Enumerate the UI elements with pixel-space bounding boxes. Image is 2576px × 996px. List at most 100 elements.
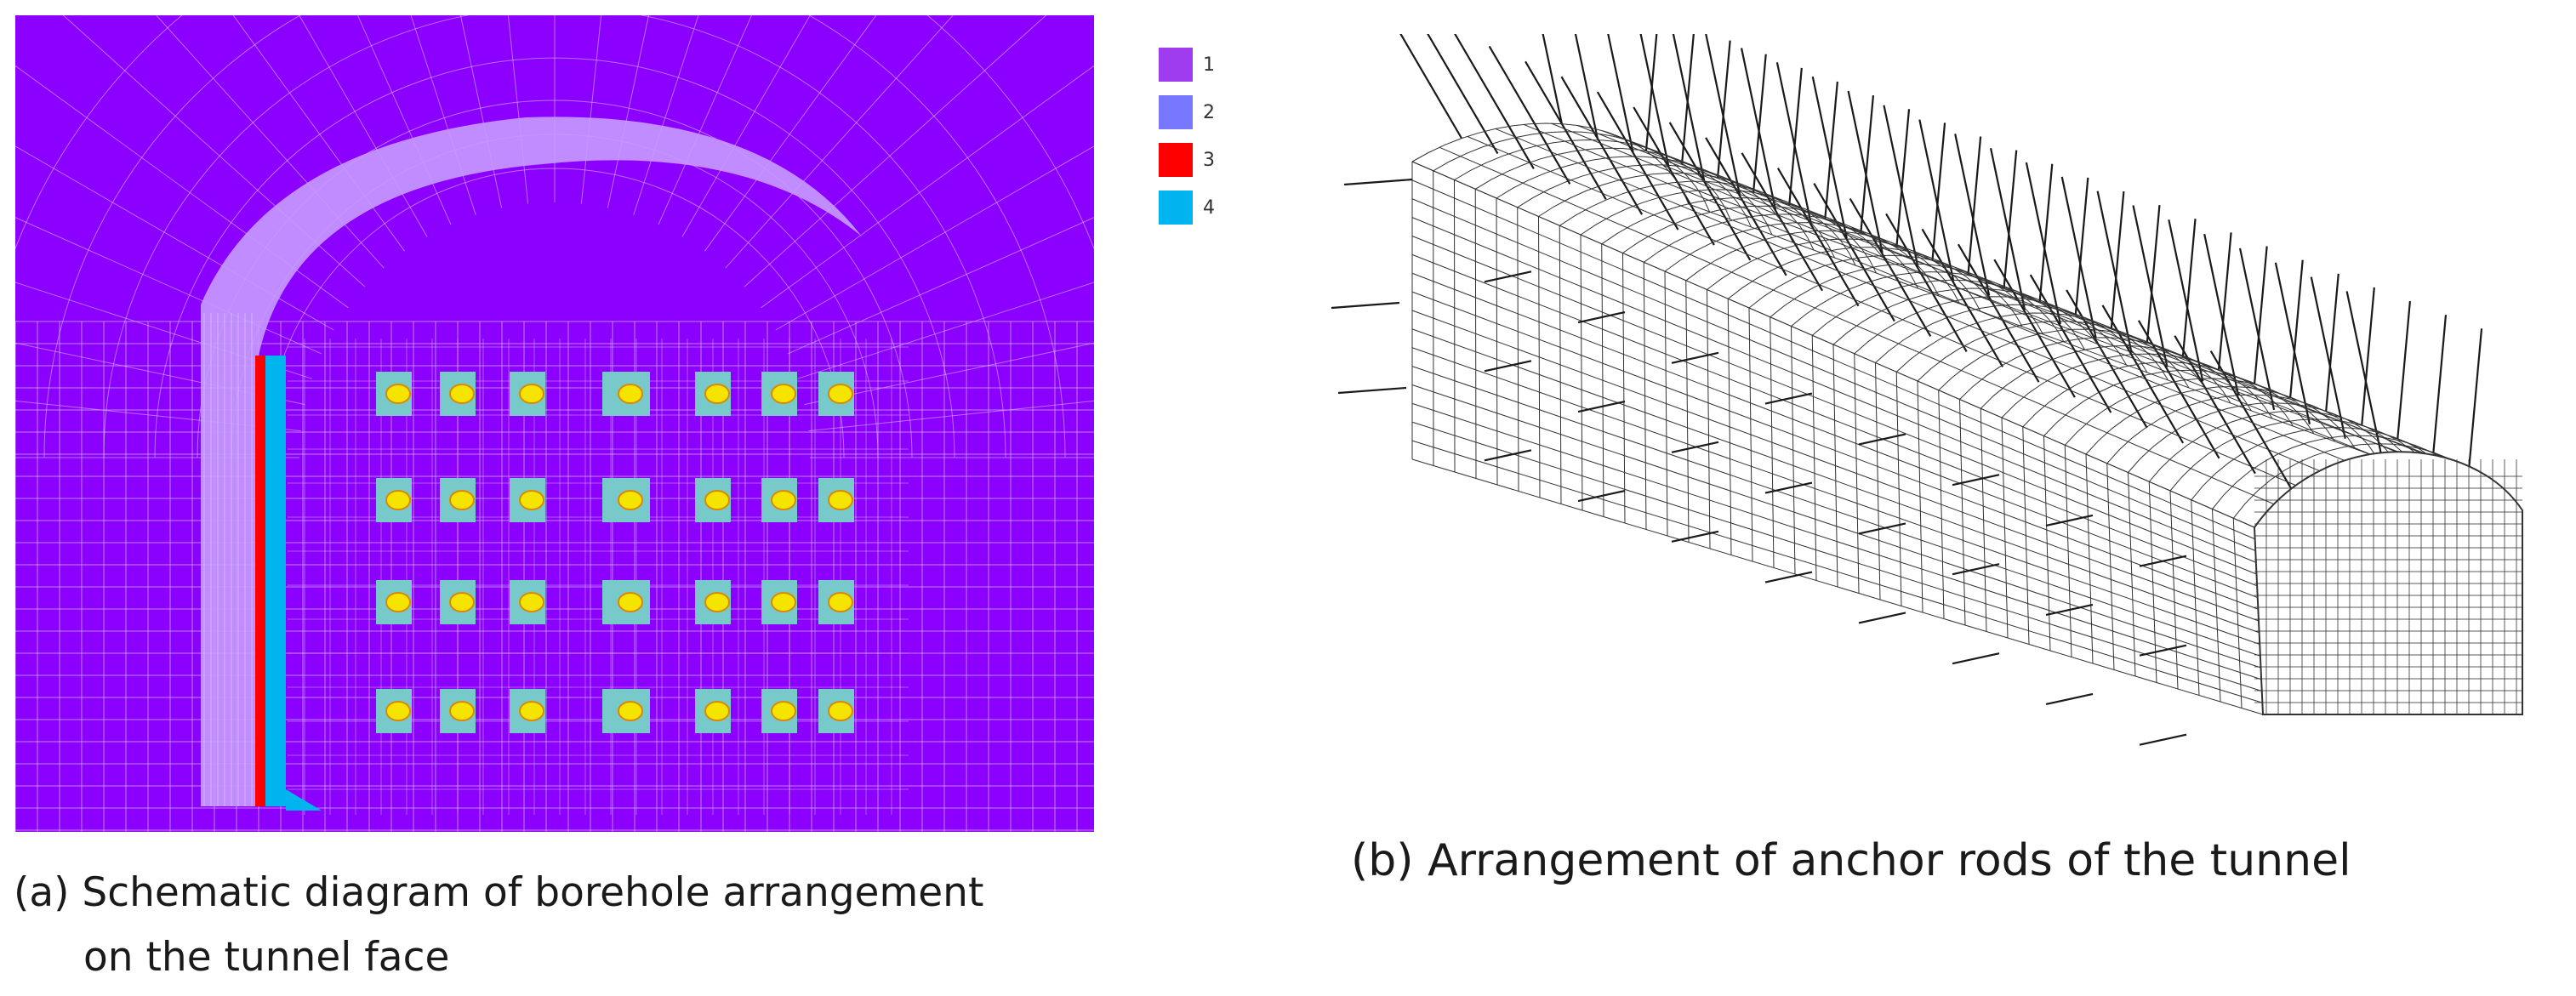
anchor-rod <box>1954 134 1991 296</box>
anchor-rod <box>1824 81 1838 220</box>
anchor-rod <box>1764 392 1813 405</box>
anchor-rod <box>1671 441 1719 453</box>
charge-hole <box>771 701 796 721</box>
anchor-rod <box>1525 60 1607 200</box>
anchor-rod <box>2432 315 2448 453</box>
anchor-rod <box>2025 162 2061 325</box>
anchor-rod <box>1775 62 1812 225</box>
charge-hole <box>449 384 475 404</box>
anchor-rod <box>2038 163 2054 302</box>
anchor-rod <box>1484 270 1532 283</box>
anchor-rod <box>1811 76 1848 239</box>
anchor-rod <box>2139 733 2187 746</box>
red-strip <box>255 356 265 806</box>
anchor-rod <box>1931 122 1946 261</box>
legend-item-2: 2 <box>1159 88 1215 136</box>
anchor-rod <box>1639 34 1670 168</box>
charge-hole <box>385 490 411 510</box>
anchor-rod <box>2289 259 2304 398</box>
anchor-rod <box>1574 34 1599 139</box>
anchor-rod <box>2168 219 2204 382</box>
caption-b: (b) Arrangement of anchor rods of the tu… <box>1351 835 2351 886</box>
cyan-strip <box>265 356 286 806</box>
anchor-rod <box>2139 644 2187 657</box>
anchor-rod <box>2066 289 2148 429</box>
anchor-rod <box>1860 95 1875 234</box>
anchor-rod <box>1885 213 1968 352</box>
anchor-rod <box>1668 122 1752 261</box>
charge-hole <box>828 490 853 510</box>
anchor-rod <box>2003 150 2018 288</box>
anchor-rod <box>1740 48 1777 210</box>
charge-hole <box>704 384 730 404</box>
anchor-rod <box>2096 191 2133 353</box>
anchor-rod <box>1488 45 1571 185</box>
cyan-strip-foot <box>286 789 322 811</box>
anchor-rod <box>1993 259 2076 398</box>
charge-hole <box>519 384 544 404</box>
anchor-rods-back <box>1399 34 2483 490</box>
anchor-rod <box>2060 176 2097 339</box>
charge-hole <box>618 490 643 510</box>
legend-swatch-4 <box>1159 191 1193 225</box>
anchor-rod <box>2217 232 2232 371</box>
anchor-rod <box>1337 386 1407 395</box>
anchor-rod <box>1671 351 1719 364</box>
charge-hole <box>449 490 475 510</box>
legend-item-3: 3 <box>1159 136 1215 184</box>
anchor-rod <box>1967 136 1982 275</box>
charge-hole <box>771 490 796 510</box>
anchor-rod <box>2203 233 2240 396</box>
anchor-rod <box>2132 205 2169 367</box>
anchor-rod <box>1343 178 1413 186</box>
anchor-rod <box>1764 571 1813 583</box>
legend-swatch-3 <box>1159 143 1193 177</box>
anchor-rod <box>1883 105 1919 267</box>
lining-mesh <box>203 313 253 806</box>
anchor-rod <box>2345 291 2382 453</box>
charge-hole <box>519 592 544 612</box>
charge-hole <box>828 592 853 612</box>
caption-a-line2: on the tunnel face <box>83 934 450 981</box>
anchor-rod-tunnel-diagram <box>1314 34 2565 817</box>
anchor-rod <box>2396 300 2412 440</box>
charge-hole <box>449 592 475 612</box>
anchor-rod <box>2110 191 2125 330</box>
charge-hole <box>449 701 475 721</box>
anchor-rod <box>1427 34 1499 155</box>
charge-hole <box>519 701 544 721</box>
anchor-rod <box>1952 474 2000 487</box>
anchor-rod <box>1752 54 1767 192</box>
anchor-rod <box>1921 228 2004 367</box>
legend-label-4: 4 <box>1203 196 1215 219</box>
anchor-rod <box>1788 67 1803 206</box>
anchor-rod <box>1918 119 1955 282</box>
charge-hole <box>771 592 796 612</box>
charge-hole <box>385 384 411 404</box>
anchor-rod <box>1484 360 1532 373</box>
anchor-rod <box>1399 34 1463 139</box>
legend-swatch-1 <box>1159 48 1193 82</box>
charge-hole <box>519 490 544 510</box>
anchor-rod <box>1705 34 1741 196</box>
anchor-rod <box>1952 563 2000 576</box>
legend-label-2: 2 <box>1203 101 1215 123</box>
legend-item-1: 1 <box>1159 41 1215 88</box>
anchor-rods-front <box>1331 178 2187 746</box>
caption-a-line1: (a) Schematic diagram of borehole arrang… <box>14 869 984 916</box>
anchor-rod <box>1895 109 1911 248</box>
tunnel-lining-arch <box>201 117 862 806</box>
anchor-rod <box>1577 489 1626 503</box>
anchor-rod <box>1644 34 1658 151</box>
anchor-rod <box>1633 106 1715 246</box>
borehole-array <box>376 372 854 733</box>
anchor-rod <box>1577 310 1626 324</box>
anchor-rod <box>1577 400 1626 413</box>
legend-label-3: 3 <box>1203 149 1215 171</box>
charge-hole <box>771 384 796 404</box>
anchor-rod <box>2101 304 2185 444</box>
legend: 1 2 3 4 <box>1159 41 1215 231</box>
charge-hole <box>618 592 643 612</box>
anchor-rod <box>2146 205 2161 344</box>
anchor-rod <box>1680 34 1695 165</box>
